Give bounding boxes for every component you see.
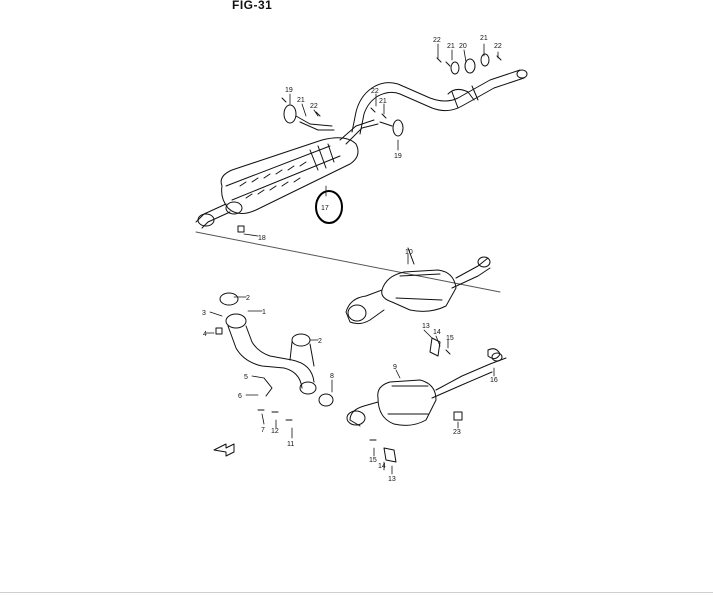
callout-23: 23 bbox=[453, 429, 461, 436]
callout-17: 17 bbox=[321, 205, 329, 212]
callout-11: 11 bbox=[287, 441, 294, 448]
callout-2a: 2 bbox=[246, 295, 250, 302]
callout-15a: 15 bbox=[446, 335, 454, 342]
callout-10: 10 bbox=[405, 249, 413, 256]
callout-22c: 22 bbox=[310, 103, 318, 110]
callout-19a: 19 bbox=[285, 87, 293, 94]
callout-21b: 21 bbox=[480, 35, 488, 42]
callout-labels: 22 21 20 21 22 19 21 22 22 21 19 17 18 1… bbox=[202, 35, 502, 483]
callout-19b: 19 bbox=[394, 153, 402, 160]
callout-7: 7 bbox=[261, 427, 265, 434]
lower-catalytic-converter bbox=[346, 352, 507, 427]
callout-14a: 14 bbox=[433, 329, 441, 336]
callout-21d: 21 bbox=[379, 98, 387, 105]
callout-3: 3 bbox=[202, 310, 206, 317]
bottom-divider bbox=[0, 592, 713, 593]
front-inlet-pipe bbox=[195, 201, 243, 229]
figure-title: FIG-31 bbox=[232, 0, 273, 12]
leader-lines bbox=[205, 43, 499, 475]
front-arrow-icon bbox=[213, 443, 235, 457]
callout-2b: 2 bbox=[318, 338, 322, 345]
rear-muffler bbox=[220, 119, 379, 214]
callout-22d: 22 bbox=[371, 88, 379, 95]
callout-15b: 15 bbox=[369, 457, 377, 464]
callout-6: 6 bbox=[238, 393, 242, 400]
callout-4: 4 bbox=[203, 331, 207, 338]
upper-fasteners bbox=[237, 55, 502, 233]
callout-5: 5 bbox=[244, 374, 248, 381]
front-exhaust-pipe bbox=[219, 292, 334, 407]
callout-1: 1 bbox=[262, 309, 266, 316]
highlight-circle bbox=[315, 190, 343, 224]
callout-21a: 21 bbox=[447, 43, 455, 50]
tail-pipe bbox=[351, 69, 528, 135]
exhaust-hangers bbox=[283, 53, 490, 137]
callout-21c: 21 bbox=[297, 97, 305, 104]
upper-catalytic-converter bbox=[345, 247, 491, 325]
callout-13a: 13 bbox=[422, 323, 430, 330]
lower-fasteners bbox=[215, 327, 501, 463]
callout-22a: 22 bbox=[433, 37, 441, 44]
callout-18: 18 bbox=[258, 235, 266, 242]
callout-14b: 14 bbox=[378, 463, 386, 470]
callout-22b: 22 bbox=[494, 43, 502, 50]
callout-16: 16 bbox=[490, 377, 498, 384]
callout-13b: 13 bbox=[388, 476, 396, 483]
callout-9: 9 bbox=[393, 364, 397, 371]
callout-8: 8 bbox=[330, 373, 334, 380]
callout-20: 20 bbox=[459, 43, 467, 50]
callout-12: 12 bbox=[271, 428, 279, 435]
